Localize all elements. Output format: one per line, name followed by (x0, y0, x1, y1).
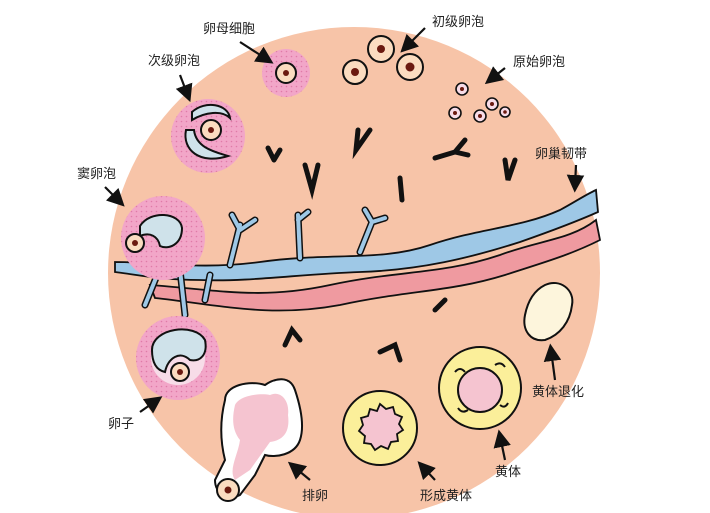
forming-corpus-luteum (342, 390, 418, 466)
label-corpus-luteum: 黄体 (495, 465, 521, 480)
arrows (104, 27, 585, 481)
oocyte-cell (262, 49, 310, 97)
antral-follicle (121, 196, 205, 280)
primary-follicles (342, 35, 424, 85)
label-secondary-follicle: 次级卵泡 (148, 53, 200, 69)
corpus-luteum (438, 346, 522, 430)
label-oocyte-cell: 卵母细胞 (203, 22, 255, 37)
ovulating-follicle (213, 378, 304, 502)
vessel-marks (265, 127, 518, 363)
label-primary-follicle: 初级卵泡 (432, 15, 484, 30)
label-forming-corpus-luteum: 形成黄体 (420, 489, 472, 504)
degenerated-corpus-luteum (523, 282, 574, 342)
primordial-follicles (448, 82, 511, 123)
label-ovulation: 排卵 (302, 489, 328, 504)
label-antral-follicle: 窦卵泡 (77, 167, 116, 182)
artery (148, 218, 602, 312)
label-primordial-follicle: 原始卵泡 (513, 55, 565, 70)
label-corpus-luteum-regression: 黄体退化 (532, 385, 584, 400)
label-ovum: 卵子 (108, 417, 134, 432)
secondary-follicle (171, 99, 245, 173)
label-ovarian-ligament: 卵巢韧带 (535, 147, 587, 162)
mature-follicle (136, 316, 220, 400)
